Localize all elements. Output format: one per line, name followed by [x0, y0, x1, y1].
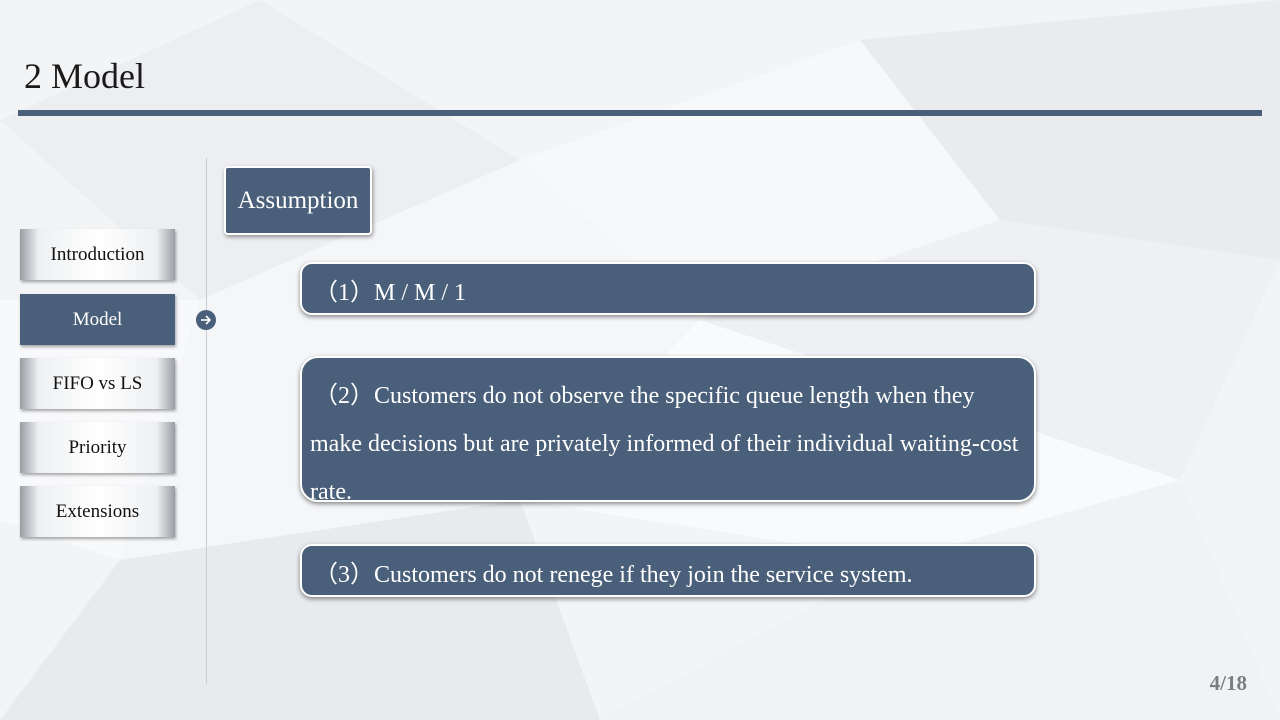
assumption-text-3: （3）Customers do not renege if they join … — [314, 562, 913, 588]
slide-title: 2 Model — [24, 56, 145, 96]
nav-item-model[interactable]: Model — [20, 294, 175, 345]
assumption-item-2: （2）Customers do not observe the specific… — [300, 356, 1036, 505]
assumption-text-2: （2）Customers do not observe the specific… — [310, 383, 1019, 505]
assumption-item-1: （1）M / M / 1 — [300, 262, 1036, 315]
arrow-right-circle-icon — [196, 310, 216, 330]
page-number: 4/18 — [1209, 671, 1247, 695]
section-tag: Assumption — [224, 166, 372, 235]
nav-divider — [206, 158, 207, 684]
nav-item-fifo-vs-ls[interactable]: FIFO vs LS — [20, 358, 175, 409]
nav-item-priority[interactable]: Priority — [20, 422, 175, 473]
title-underline — [18, 110, 1262, 116]
assumption-text-1: （1）M / M / 1 — [314, 280, 467, 306]
nav-item-extensions[interactable]: Extensions — [20, 486, 175, 537]
nav-item-introduction[interactable]: Introduction — [20, 229, 175, 280]
assumption-item-3: （3）Customers do not renege if they join … — [300, 544, 1036, 597]
